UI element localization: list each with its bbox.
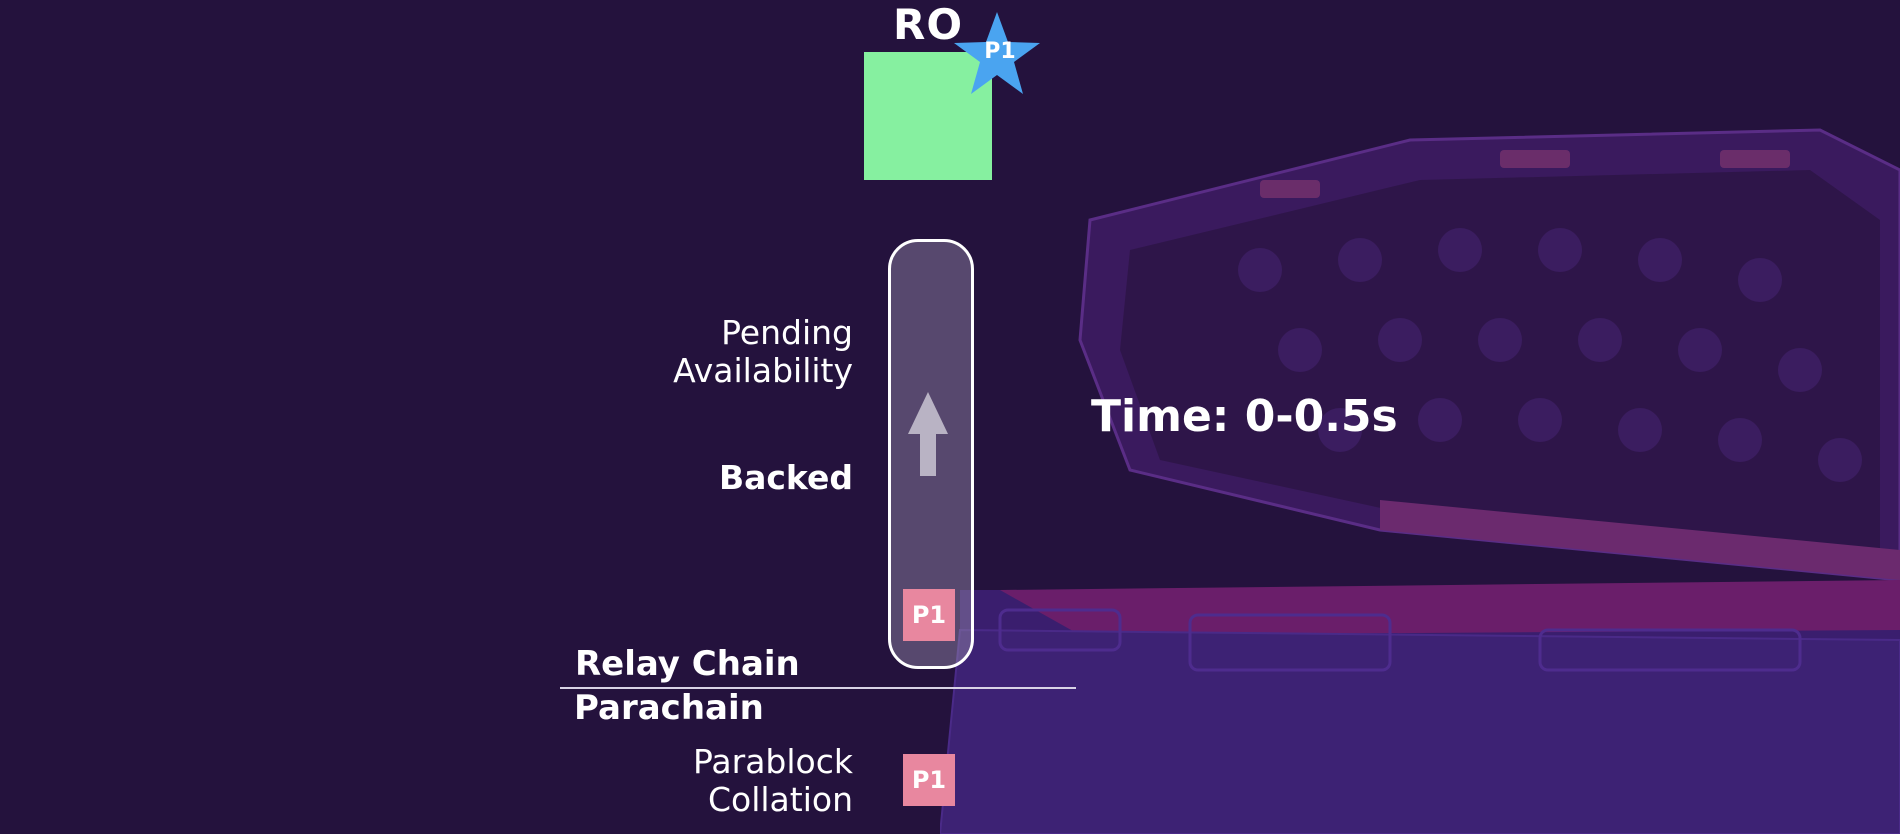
open-case-illustration bbox=[940, 128, 1900, 834]
relay-candidate-tile: P1 bbox=[903, 589, 955, 641]
time-label: Time: 0-0.5s bbox=[1091, 391, 1398, 442]
stage-pending-availability: Pending Availability bbox=[493, 314, 853, 390]
stage-pending-line1: Pending bbox=[721, 313, 853, 352]
relay-block-badge: P1 bbox=[984, 39, 1016, 64]
stage-backed: Backed bbox=[718, 458, 853, 497]
relay-chain-label: Relay Chain bbox=[575, 644, 800, 684]
chain-divider bbox=[560, 687, 1076, 689]
relay-block-label: RO bbox=[893, 0, 964, 49]
star-icon bbox=[954, 12, 1040, 94]
stage-pending-line2: Availability bbox=[673, 351, 853, 390]
stage-collation-line1: Parablock bbox=[693, 742, 853, 781]
parachain-candidate-tile: P1 bbox=[903, 754, 955, 806]
stage-collation-line2: Collation bbox=[707, 780, 853, 819]
stage-parablock-collation: Parablock Collation bbox=[493, 743, 853, 819]
parachain-label: Parachain bbox=[574, 688, 764, 728]
arrow-up-icon bbox=[908, 392, 948, 476]
relay-chain-block bbox=[864, 52, 992, 180]
